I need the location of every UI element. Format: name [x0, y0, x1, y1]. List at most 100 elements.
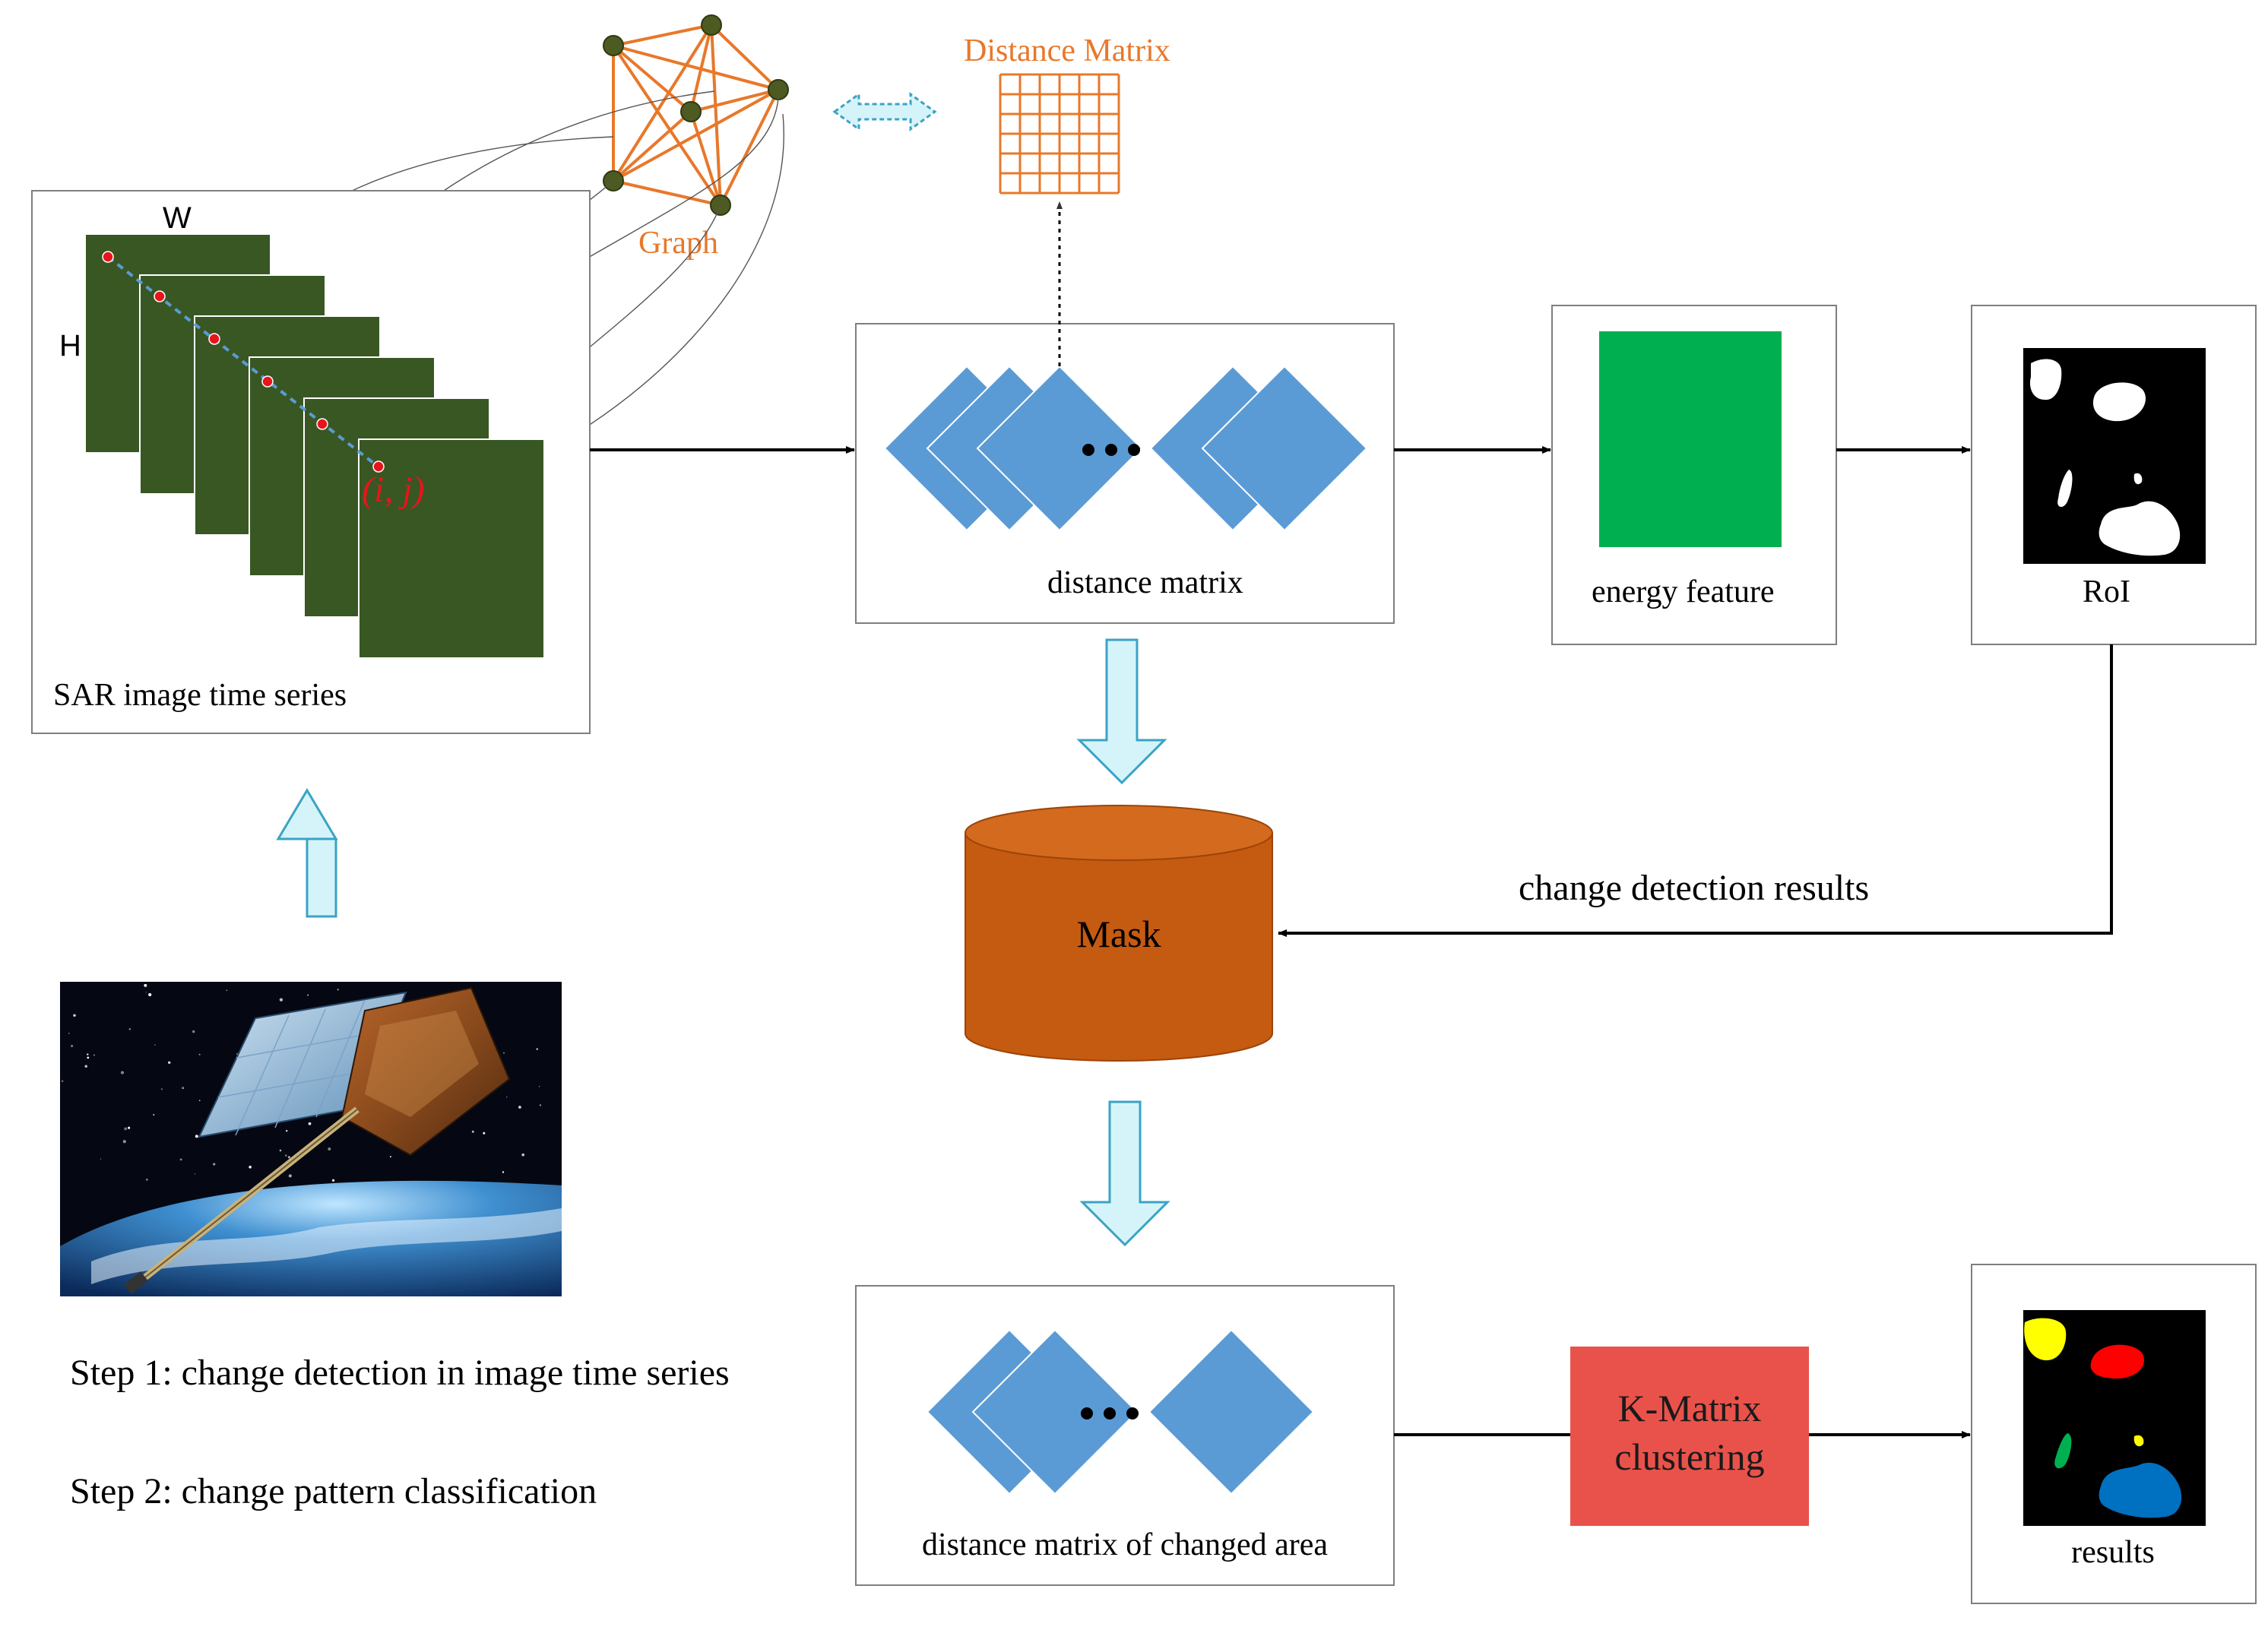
star: [539, 1104, 542, 1106]
kmatrix-line2: clustering: [1614, 1435, 1764, 1478]
star: [328, 1147, 331, 1150]
star: [503, 1052, 505, 1054]
star: [179, 1158, 182, 1161]
roi-label: RoI: [2083, 574, 2130, 609]
pixel-points: [102, 251, 385, 473]
star: [502, 1171, 505, 1173]
pixel-point: [372, 461, 385, 473]
star: [128, 1027, 131, 1030]
star: [331, 1179, 335, 1182]
star: [122, 1140, 126, 1144]
antenna-tip: [124, 1271, 148, 1294]
sar-panel-label: SAR image time series: [53, 678, 347, 713]
star: [226, 989, 227, 991]
satellite-to-sar-arrow: [276, 788, 338, 918]
energy-feature-map: [1599, 331, 1782, 547]
results-label: results: [2071, 1535, 2155, 1570]
satellite-image: [60, 982, 562, 1296]
changed-area-label: distance matrix of changed area: [922, 1527, 1328, 1562]
result-region-small-yellow: [2133, 1435, 2144, 1447]
star: [284, 1154, 287, 1157]
star: [483, 1132, 486, 1135]
mask-cylinder: Mask: [965, 805, 1273, 1062]
ellipsis-dots: [1081, 1407, 1139, 1420]
star: [279, 998, 284, 1002]
graph-matrix-double-arrow: [832, 92, 937, 131]
kmatrix-line1: K-Matrix: [1618, 1387, 1762, 1429]
results-panel: results: [1971, 1264, 2257, 1604]
star: [68, 1033, 70, 1034]
graph: Graph: [603, 14, 789, 261]
matrix-diamond: [1201, 365, 1368, 532]
pixel-trajectory-line: [106, 255, 382, 470]
star: [160, 1088, 163, 1090]
mask-to-changed-area-arrow: [1079, 1100, 1170, 1247]
graph-label: Graph: [638, 226, 718, 261]
satellite-body: [341, 986, 511, 1157]
star: [279, 1149, 282, 1152]
distance-matrix-grid: Distance Matrix: [964, 33, 1170, 195]
star: [73, 1014, 76, 1017]
kmatrix-box: K-Matrix clustering: [1570, 1347, 1809, 1526]
pixel-point: [208, 333, 220, 345]
star: [236, 1053, 238, 1055]
height-symbol: H: [59, 329, 81, 362]
star: [213, 1163, 216, 1166]
earth-clouds: [91, 1208, 562, 1284]
matrix-to-mask-arrow: [1076, 638, 1167, 785]
star: [87, 1053, 89, 1056]
star: [288, 1174, 292, 1178]
star: [518, 1106, 521, 1109]
star: [389, 1156, 391, 1158]
star: [307, 994, 309, 996]
roi-to-mask-arrow: [1278, 644, 2113, 937]
sar-panel: W H (i, j) SAR image time series: [31, 190, 591, 734]
result-region-green: [2054, 1433, 2072, 1469]
star: [124, 1127, 128, 1131]
ellipsis-dots: [1082, 444, 1140, 456]
graph-edges: [612, 24, 780, 207]
star: [153, 1114, 155, 1116]
star: [87, 1056, 90, 1059]
width-symbol: W: [163, 201, 192, 235]
distance-matrix-title: Distance Matrix: [964, 33, 1170, 68]
pixel-point: [316, 418, 328, 430]
mask-label: Mask: [1076, 913, 1161, 955]
roi-regions: [2029, 359, 2181, 556]
star: [198, 1100, 201, 1102]
star: [144, 983, 147, 987]
energy-feature-label: energy feature: [1592, 574, 1775, 609]
roi-panel: RoI: [1971, 305, 2257, 645]
graph-node: [768, 79, 789, 100]
result-region-yellow: [2024, 1318, 2067, 1361]
distance-matrix-panel: distance matrix: [855, 323, 1395, 624]
matrix-diamond: [976, 365, 1143, 532]
changed-area-panel: distance matrix of changed area: [855, 1285, 1395, 1586]
graph-node: [680, 101, 702, 122]
star: [182, 1087, 185, 1090]
star: [308, 1122, 312, 1125]
stars: [61, 983, 542, 1182]
distance-matrix-panel-label: distance matrix: [1047, 565, 1243, 600]
star: [146, 1178, 148, 1181]
star: [148, 992, 152, 997]
star: [61, 1080, 64, 1083]
changed-area-panel-border: [855, 1285, 1395, 1586]
star: [538, 1086, 540, 1087]
change-detection-label: change detection results: [1519, 868, 1869, 908]
star: [100, 1158, 102, 1160]
pixel-point: [154, 290, 166, 302]
graph-node: [701, 14, 722, 36]
star: [471, 1130, 474, 1133]
star: [195, 1135, 198, 1138]
star: [71, 1044, 74, 1048]
star: [93, 1054, 95, 1056]
sar-image-frame: [358, 438, 545, 659]
star: [128, 1126, 131, 1129]
star: [337, 989, 339, 991]
star: [168, 1061, 171, 1065]
changed-area-diamond: [1148, 1328, 1315, 1495]
satellite: [124, 986, 511, 1294]
star: [521, 1153, 524, 1157]
